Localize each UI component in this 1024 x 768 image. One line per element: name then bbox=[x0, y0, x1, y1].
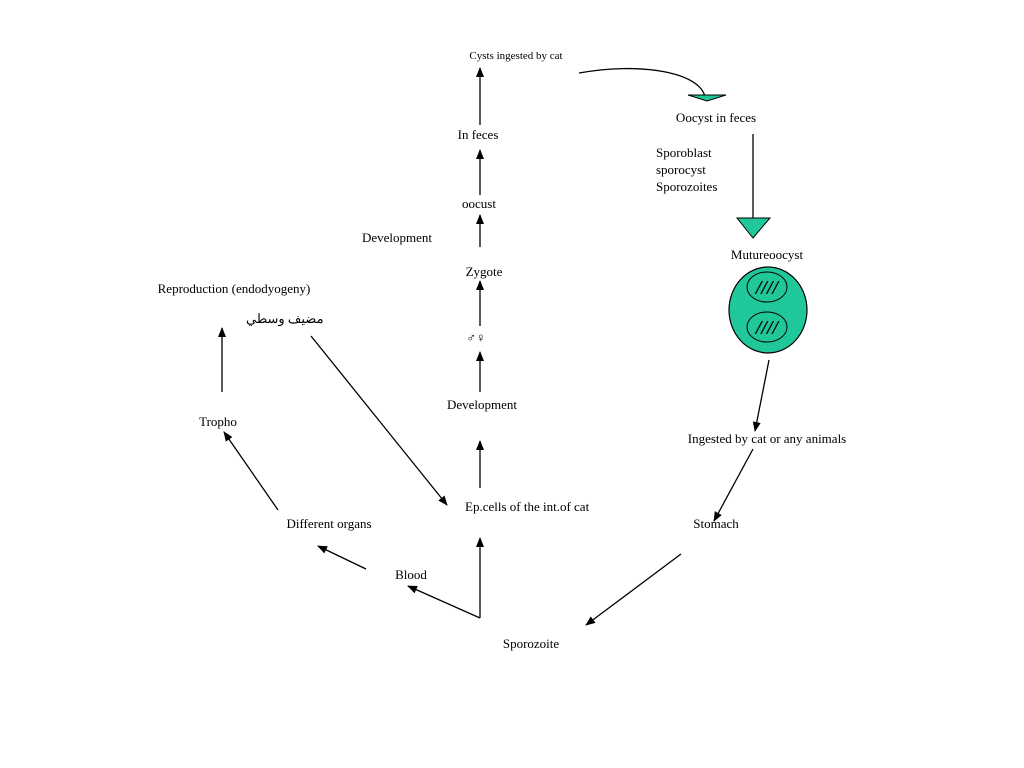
label-stomach: Stomach bbox=[693, 516, 739, 531]
mature-oocyst-illustration: //// //// bbox=[728, 266, 808, 354]
arrow-ingested-to-stomach bbox=[713, 448, 754, 522]
label-oocust: oocust bbox=[462, 196, 496, 211]
arrow-host-to-ep-cells bbox=[310, 335, 448, 506]
label-zygote: Zygote bbox=[465, 264, 503, 279]
label-different-organs: Different organs bbox=[286, 516, 372, 531]
label-sporozoites: Sporozoites bbox=[656, 179, 718, 194]
sporocyst-marks-bottom: //// bbox=[754, 317, 781, 339]
label-in-feces: In feces bbox=[457, 127, 499, 142]
label-ep-cells: Ep.cells of the int.of cat bbox=[465, 499, 590, 514]
label-sporozoite: Sporozoite bbox=[502, 636, 560, 651]
label-blood: Blood bbox=[395, 567, 427, 582]
curve-cysts-to-oocyst bbox=[578, 67, 706, 98]
label-ingested-by: Ingested by cat or any animals bbox=[687, 431, 847, 446]
label-development-mid: Development bbox=[446, 397, 518, 412]
label-development-top: Development bbox=[362, 230, 433, 245]
label-tropho: Tropho bbox=[199, 414, 237, 429]
label-gametes: ♂♀ bbox=[466, 330, 486, 345]
label-sporoblast: Sporoblast bbox=[656, 145, 712, 160]
sporocyst-marks-top: //// bbox=[754, 277, 781, 299]
arrow-organs-to-tropho bbox=[223, 431, 279, 511]
label-oocyst-in-feces: Oocyst in feces bbox=[675, 110, 757, 125]
arrow-mature-to-ingested bbox=[752, 359, 770, 432]
label-sporocyst: sporocyst bbox=[656, 162, 706, 177]
label-intermediate-host: مضيف وسطي bbox=[246, 311, 324, 326]
green-triangle-head-large bbox=[735, 217, 772, 239]
arrow-stomach-to-sporozoite bbox=[585, 553, 682, 626]
label-reproduction: Reproduction (endodyogeny) bbox=[157, 281, 311, 296]
arrow-blood-to-organs bbox=[317, 545, 367, 570]
arrow-to-blood bbox=[407, 585, 481, 619]
label-mature-oocyst: Mutureoocyst bbox=[730, 247, 804, 262]
green-triangle-head-small bbox=[687, 94, 727, 102]
label-cysts-ingested: Cysts ingested by cat bbox=[469, 50, 563, 62]
